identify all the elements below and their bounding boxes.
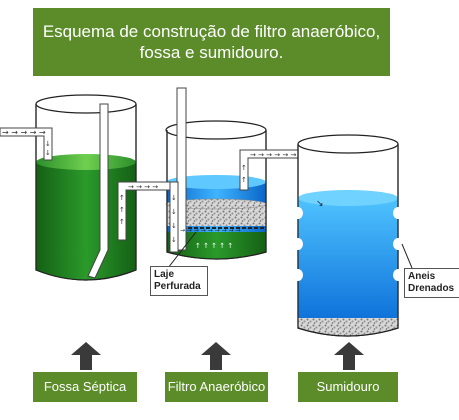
label-filtro-anaerobico: Filtro Anaeróbico — [165, 372, 268, 402]
laje-label-text: Laje Perfurada — [154, 269, 201, 292]
svg-text:↓: ↓ — [171, 208, 177, 216]
laje-leader — [167, 231, 197, 269]
title-text: Esquema de construção de filtro anaeróbi… — [42, 22, 381, 62]
svg-text:↑ ↑ ↑ ↑ ↑: ↑ ↑ ↑ ↑ ↑ — [195, 242, 233, 250]
svg-text:↓: ↓ — [45, 140, 51, 148]
svg-text:↑: ↑ — [241, 176, 247, 184]
label-fossa-septica: Fossa Séptica — [33, 372, 137, 402]
svg-text:↘: ↘ — [316, 199, 324, 209]
svg-text:↑: ↑ — [119, 218, 125, 226]
sink-pit: ↘ — [293, 134, 403, 337]
septic-to-filter-pipe: → → → → ↑ ↑ ↑ ↓ ↓ ↓ ↓ → → → → → → → → → … — [117, 181, 241, 253]
svg-text:↑: ↑ — [119, 206, 125, 214]
label-filtro-text: Filtro Anaeróbico — [167, 379, 266, 394]
label-fossa-text: Fossa Séptica — [43, 379, 127, 394]
svg-text:↑: ↑ — [119, 194, 125, 202]
aneis-leader — [401, 243, 413, 269]
svg-text:↑: ↑ — [241, 164, 247, 172]
page-title: Esquema de construção de filtro anaeróbi… — [33, 8, 390, 76]
inlet-pipe: → → → → → ↓ ↓ — [0, 127, 53, 161]
label-sumidouro: Sumidouro — [298, 372, 398, 402]
svg-text:↓: ↓ — [171, 222, 177, 230]
aneis-label-text: Aneis Drenados — [408, 271, 455, 294]
label-sumidouro-text: Sumidouro — [316, 379, 380, 394]
svg-text:→ → → → → →: → → → → → → — [250, 151, 296, 159]
svg-text:→ → → →: → → → → — [128, 183, 158, 191]
svg-text:↓: ↓ — [171, 236, 177, 244]
svg-text:↓: ↓ — [45, 149, 51, 157]
septic-tank — [35, 94, 137, 281]
svg-text:→ → → → → → → → →: → → → → → → → → → — [180, 227, 241, 234]
up-arrow-icon — [71, 342, 101, 370]
aneis-label: Aneis Drenados — [404, 268, 459, 298]
up-arrow-icon — [334, 342, 364, 370]
svg-text:→ → → → →: → → → → → — [2, 128, 46, 137]
svg-text:↓: ↓ — [171, 194, 177, 202]
laje-label: Laje Perfurada — [150, 266, 208, 296]
up-arrow-icon — [201, 342, 231, 370]
